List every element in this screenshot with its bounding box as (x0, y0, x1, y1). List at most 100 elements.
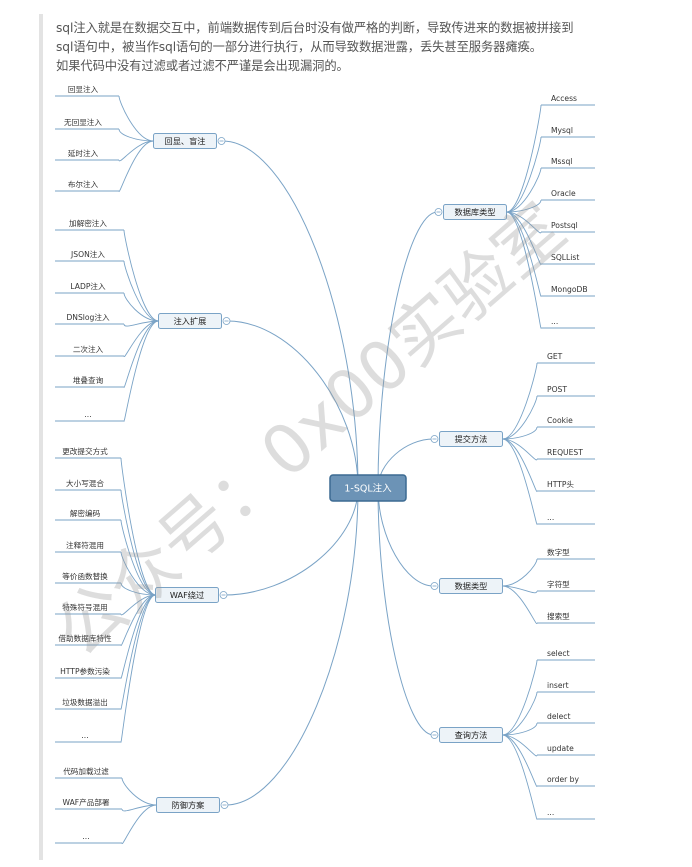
intro-line-2: sql语句中，被当作sql语句的一部分进行执行，从而导致数据泄露，丢失甚至服务器… (56, 40, 542, 54)
node-right-2-item-0: 数字型 (547, 547, 570, 557)
branch-box-right-2 (439, 578, 503, 594)
connector-item-right-1-4 (502, 438, 538, 492)
node-left-3-item-0: 代码加载过滤 (63, 766, 109, 776)
node-right-1-item-5: ... (547, 513, 554, 522)
node-left-2-item-0: 更改提交方式 (62, 446, 108, 456)
connector-item-left-1-6 (123, 320, 159, 422)
connector-item-left-2-0 (120, 457, 156, 596)
connector-item-right-0-5 (506, 211, 542, 265)
connector-item-right-0-6 (506, 211, 542, 297)
branch-box-left-2 (155, 587, 219, 603)
intro-text: sql注入就是在数据交互中，前端数据传到后台时没有做严格的判断，导致传进来的数据… (56, 19, 676, 76)
node-left-0-item-1: 无回显注入 (64, 117, 102, 127)
connector-root-left-1 (227, 320, 359, 489)
connector-item-left-2-7 (120, 594, 156, 679)
node-right-3-item-2: delect (547, 712, 570, 721)
connector-item-left-1-0 (123, 229, 159, 322)
node-left-3-item-1: WAF产品部署 (62, 797, 109, 807)
node-right-1-item-1: POST (547, 385, 567, 394)
node-right-2-item-1: 字符型 (547, 579, 570, 589)
connector-item-left-2-9 (120, 594, 156, 743)
node-left-2-item-4: 等价函数替换 (62, 571, 108, 581)
node-right-0-item-2: Mssql (551, 157, 572, 166)
node-right-3-item-5: ... (547, 808, 554, 817)
connector-item-left-2-6 (120, 594, 156, 646)
connector-item-left-1-5 (123, 320, 159, 388)
connector-item-right-1-2 (502, 426, 538, 440)
node-right-0-item-1: Mysql (551, 126, 573, 135)
node-left-2-item-7: HTTP参数污染 (60, 666, 110, 676)
node-right-3-item-0: select (547, 649, 570, 658)
connector-item-right-3-5 (502, 734, 538, 820)
connector-item-right-2-2 (502, 585, 538, 624)
branch-box-right-3 (439, 727, 503, 743)
node-left-1-item-4: 二次注入 (73, 344, 104, 354)
connector-item-right-1-1 (502, 395, 538, 440)
node-left-2-item-6: 借助数据库特性 (58, 633, 112, 643)
connector-item-right-3-1 (502, 691, 538, 736)
node-right-0-item-3: Oracle (551, 189, 576, 198)
branch-label-left-3: 防御方案 (172, 800, 205, 810)
connector-item-left-2-8 (120, 594, 156, 710)
node-left-0-item-0: 回显注入 (68, 84, 99, 94)
connector-item-right-2-0 (502, 558, 538, 587)
branch-box-right-0 (443, 204, 507, 220)
connector-item-left-3-1 (121, 804, 157, 812)
connector-item-left-3-2 (121, 804, 157, 844)
connector-item-right-0-3 (506, 199, 542, 213)
node-left-2-item-5: 特殊符号混用 (62, 602, 108, 612)
node-left-1-item-5: 堆叠查询 (73, 375, 104, 385)
connector-root-left-2 (224, 487, 359, 596)
node-left-1-item-1: JSON注入 (70, 249, 105, 259)
connector-item-left-2-3 (120, 551, 156, 596)
node-left-1-item-0: 加解密注入 (69, 218, 107, 228)
connector-root-right-3 (377, 487, 434, 736)
connector-item-right-3-2 (502, 722, 538, 736)
node-right-3-item-4: order by (547, 775, 579, 784)
connector-item-left-1-3 (123, 320, 159, 327)
node-right-1-item-4: HTTP头 (547, 479, 574, 489)
node-left-1-item-3: DNSlog注入 (66, 312, 110, 322)
node-left-2-item-1: 大小写混合 (66, 478, 104, 488)
branch-label-right-1: 提交方法 (455, 434, 488, 444)
connector-item-right-3-0 (502, 659, 538, 736)
connector-item-right-0-1 (506, 136, 542, 213)
connector-root-right-0 (377, 211, 438, 489)
node-left-0-item-3: 布尔注入 (68, 179, 99, 189)
connector-item-left-2-4 (120, 582, 156, 596)
node-right-2-item-2: 搜索型 (547, 611, 570, 621)
node-left-2-item-3: 注释符混用 (66, 540, 104, 550)
branch-label-left-2: WAF绕过 (170, 590, 204, 600)
connector-root-left-0 (222, 140, 359, 489)
connector-item-left-0-0 (118, 95, 154, 142)
root-node (329, 474, 407, 502)
connector-item-right-0-2 (506, 167, 542, 213)
branch-box-right-1 (439, 431, 503, 447)
node-right-1-item-0: GET (547, 352, 563, 361)
node-right-3-item-3: update (547, 744, 574, 753)
connector-root-right-2 (377, 487, 434, 587)
connector-item-left-2-2 (120, 519, 156, 596)
branch-box-left-3 (156, 797, 220, 813)
connector-item-right-1-0 (502, 362, 538, 440)
node-left-3-item-2: ... (82, 832, 89, 841)
connector-item-left-0-1 (118, 128, 154, 142)
branch-label-left-0: 回显、盲注 (165, 136, 206, 146)
node-left-2-item-8: 垃圾数据溢出 (62, 697, 108, 707)
connector-item-left-1-1 (123, 260, 159, 322)
connector-item-left-0-2 (118, 140, 154, 162)
branch-label-right-3: 查询方法 (455, 730, 488, 740)
intro-line-1: sql注入就是在数据交互中，前端数据传到后台时没有做严格的判断，导致传进来的数据… (56, 21, 574, 35)
node-right-1-item-3: REQUEST (547, 448, 583, 457)
connector-item-right-1-5 (502, 438, 538, 525)
connector-item-left-2-1 (120, 489, 156, 596)
node-right-0-item-7: ... (551, 317, 558, 326)
node-right-0-item-4: Postsql (551, 221, 578, 230)
node-right-0-item-0: Access (551, 94, 577, 103)
connector-item-right-2-1 (502, 585, 538, 594)
branch-label-right-0: 数据库类型 (455, 207, 496, 217)
branch-label-right-2: 数据类型 (455, 581, 488, 591)
node-left-1-item-2: LADP注入 (70, 281, 106, 291)
root-label: 1-SQL注入 (344, 483, 392, 495)
